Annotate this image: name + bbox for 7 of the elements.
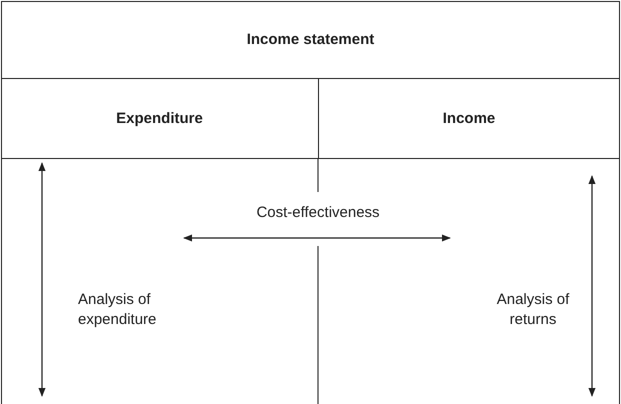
- column-header-cell: [1, 78, 319, 159]
- column-heading: Expenditure: [116, 108, 203, 128]
- note-text: Analysis of returns: [496, 290, 570, 330]
- table-heading: Income statement: [246, 30, 374, 50]
- note-text: Analysis of expenditure: [78, 290, 158, 330]
- column-heading: Income: [442, 108, 496, 128]
- column-header-cell: [318, 78, 620, 159]
